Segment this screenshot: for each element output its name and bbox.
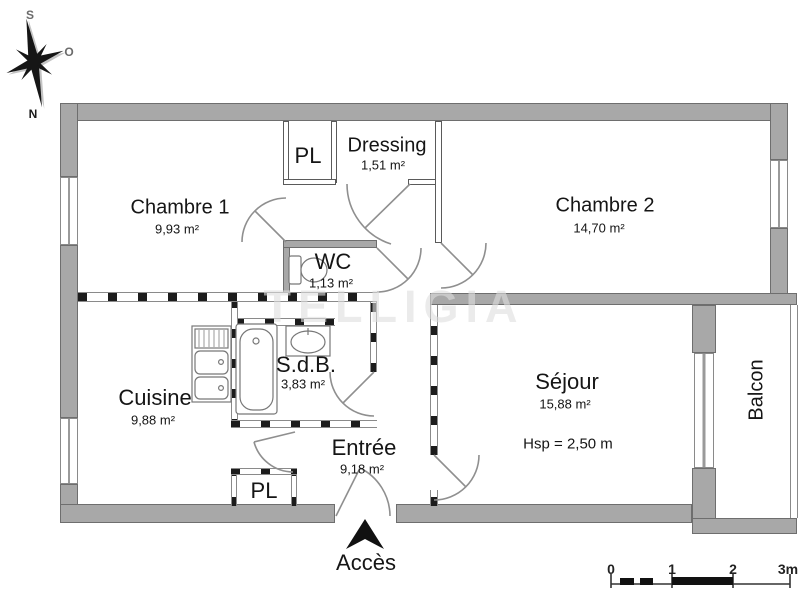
wall-bottom-left: [60, 504, 335, 523]
wall-left-1: [60, 103, 78, 177]
pl-bottom-label: PL: [250, 478, 278, 503]
cuisine-area: 9,88 m²: [130, 412, 176, 428]
bathtub-icon: [235, 323, 278, 415]
wc-area: 1,13 m²: [308, 275, 354, 291]
dressing-area: 1,51 m²: [360, 157, 406, 173]
entree-area: 9,18 m²: [339, 461, 385, 477]
wall-entree-sejour-stub: [430, 490, 438, 506]
window-cuisine: [60, 418, 78, 484]
wall-balcon-bottom: [692, 518, 797, 534]
wall-plb-right: [291, 468, 297, 506]
balcon-name: Balcon: [745, 359, 768, 421]
scale-tick-2: 2: [729, 561, 737, 577]
compass-west-label: O: [64, 45, 74, 59]
access-label: Accès: [336, 550, 396, 575]
wall-cuisine-sdb: [231, 302, 238, 428]
wall-sdb-right: [370, 302, 377, 372]
chambre2-area: 14,70 m²: [573, 220, 625, 236]
door-sdb: [329, 371, 375, 417]
wall-sejour-top: [430, 293, 797, 305]
wall-right-1: [770, 103, 788, 160]
wc-name: WC: [314, 249, 352, 274]
wall-plb-left: [231, 468, 237, 506]
sejour-ceiling-height: Hsp = 2,50 m: [523, 435, 613, 453]
wall-balcon-1: [692, 305, 716, 353]
wall-pl-bottom: [283, 179, 336, 185]
scale-tick-3: 3m: [777, 561, 799, 577]
window-chambre2: [770, 160, 788, 228]
sdb-area: 3,83 m²: [280, 376, 326, 392]
chambre1-area: 9,93 m²: [154, 221, 200, 237]
pl-top-label: PL: [294, 143, 322, 168]
wall-left-2: [60, 245, 78, 418]
scale-tick-1: 1: [668, 561, 676, 577]
window-chambre1: [60, 177, 78, 245]
wall-mid-band: [78, 292, 377, 302]
compass-north-label: N: [28, 107, 38, 121]
wall-pl-left: [283, 121, 289, 183]
chambre2-name: Chambre 2: [555, 194, 655, 217]
sdb-name: S.d.B.: [276, 352, 336, 377]
wall-balcon-2: [692, 468, 716, 520]
wall-dressing-chambre2: [435, 121, 442, 243]
access-arrow-icon: [346, 519, 384, 549]
wall-bottom-right: [396, 504, 692, 523]
wall-duct-bottom: [235, 318, 335, 326]
wall-plb-top: [231, 468, 297, 475]
wall-top: [60, 103, 788, 121]
wall-sdb-bottom: [231, 420, 377, 428]
wall-chambre1-right: [283, 240, 290, 296]
balcon-railing: [790, 305, 798, 518]
compass-south-label: S: [25, 8, 35, 22]
wall-entree-sejour: [430, 305, 438, 455]
cuisine-name: Cuisine: [118, 385, 192, 410]
entree-name: Entrée: [331, 435, 397, 460]
dressing-name: Dressing: [347, 134, 427, 157]
chambre1-name: Chambre 1: [130, 196, 230, 219]
wall-wc-top: [283, 240, 377, 248]
door-wc: [376, 247, 422, 293]
sejour-name: Séjour: [535, 369, 599, 394]
sejour-area: 15,88 m²: [539, 396, 591, 412]
scale-bar: [610, 574, 791, 588]
wall-dressing-bottom: [408, 179, 438, 185]
compass-rose-icon: [6, 18, 66, 109]
door-dressing: [346, 183, 411, 245]
wall-right-2: [770, 228, 788, 305]
wall-pl-dressing: [331, 121, 337, 183]
window-balcon-door: [694, 353, 714, 468]
scale-tick-0: 0: [607, 561, 615, 577]
